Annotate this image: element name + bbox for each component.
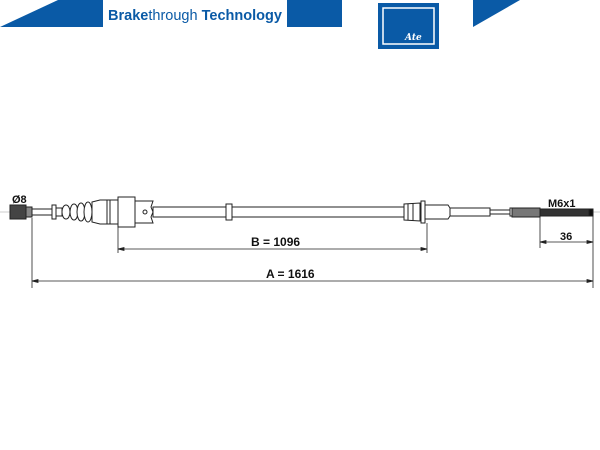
dim-36-label: 36 (560, 231, 572, 243)
adjuster-block (117, 196, 136, 228)
nut (225, 203, 233, 221)
ate-logo: Ate (378, 3, 439, 49)
thread-label: M6x1 (548, 198, 576, 210)
header-banner: Brakethrough Technology Ate (0, 0, 520, 49)
threaded-section (511, 207, 541, 218)
diameter-label: Ø8 (12, 194, 27, 206)
dimensions (31, 216, 594, 288)
banner-mid-shape (287, 0, 342, 27)
end-ferrule (9, 204, 27, 220)
cable-sheath (152, 206, 407, 218)
banner-right-shape (473, 0, 520, 27)
right-ferrule (403, 202, 421, 222)
slogan: Brakethrough Technology (108, 7, 283, 24)
dim-b-label: B = 1096 (251, 235, 300, 249)
svg-text:Ate: Ate (404, 33, 422, 43)
banner-left-shape (0, 0, 103, 27)
dim-a-label: A = 1616 (266, 267, 315, 281)
rubber-boot (61, 199, 119, 225)
cable (0, 196, 600, 228)
